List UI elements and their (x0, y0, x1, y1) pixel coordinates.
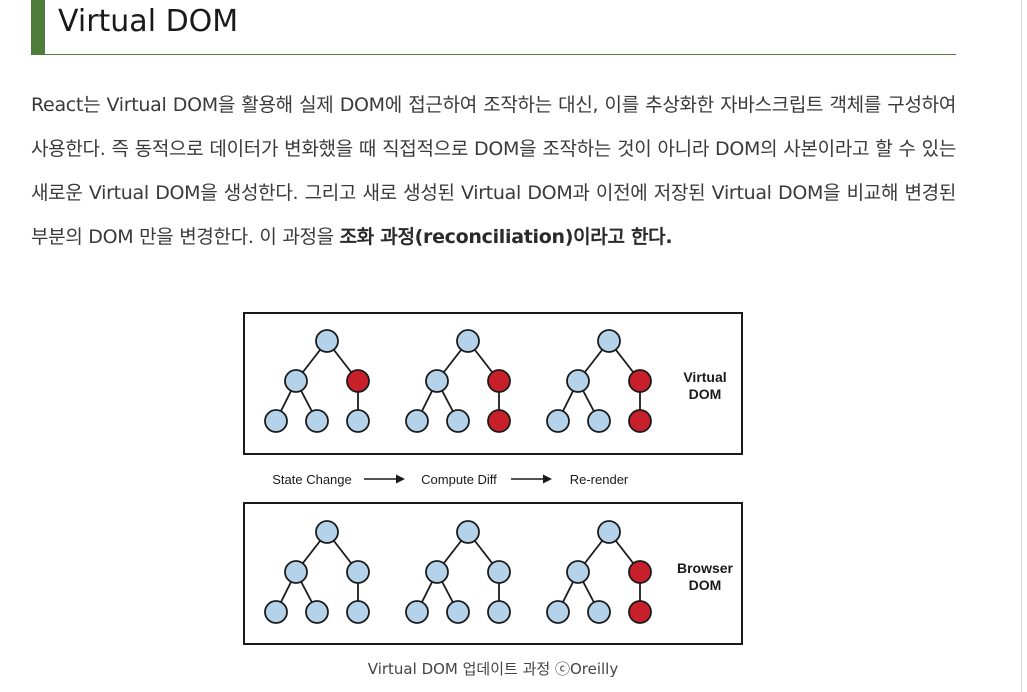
tree-node-changed (628, 409, 652, 433)
tree-node (315, 520, 339, 544)
browser-dom-label-line2: DOM (689, 577, 722, 593)
tree-node (346, 600, 370, 624)
virtual-dom-trees (264, 329, 652, 433)
tree-node (587, 409, 611, 433)
section-heading: Virtual DOM (58, 4, 239, 39)
tree-node (456, 520, 480, 544)
tree-node-changed (487, 409, 511, 433)
virtual-dom-diagram: Virtual DOM Browser DOM State Change Com… (243, 312, 743, 645)
tree-node (425, 369, 449, 393)
tree-node (305, 600, 329, 624)
arrow-icon (364, 474, 405, 484)
browser-dom-label-line1: Browser (677, 560, 734, 576)
tree-node (425, 560, 449, 584)
tree-node (264, 600, 288, 624)
tree-node (597, 329, 621, 353)
paragraph-emphasis: 조화 과정(reconciliation)이라고 한다. (339, 226, 673, 248)
heading-accent-bar (31, 0, 45, 54)
step-re-render: Re-render (570, 472, 629, 487)
tree-node (566, 369, 590, 393)
tree-node (284, 560, 308, 584)
tree-node-changed (346, 369, 370, 393)
tree-node (487, 600, 511, 624)
tree-node (446, 600, 470, 624)
virtual-tree-3 (546, 329, 652, 433)
tree-node-changed (628, 600, 652, 624)
tree-node (284, 369, 308, 393)
virtual-tree-2 (405, 329, 511, 433)
virtual-dom-label-line2: DOM (689, 386, 722, 402)
tree-node (487, 560, 511, 584)
step-state-change: State Change (272, 472, 352, 487)
tree-node (405, 409, 429, 433)
tree-node-changed (487, 369, 511, 393)
tree-node (405, 600, 429, 624)
tree-node (305, 409, 329, 433)
browser-dom-trees (264, 520, 652, 624)
step-compute-diff: Compute Diff (421, 472, 497, 487)
tree-node (546, 600, 570, 624)
paragraph-text: React는 Virtual DOM을 활용해 실제 DOM에 접근하여 조작하… (31, 94, 956, 248)
tree-node (346, 409, 370, 433)
tree-node-changed (628, 369, 652, 393)
virtual-dom-label-line1: Virtual (683, 369, 726, 385)
tree-node (587, 600, 611, 624)
tree-node (566, 560, 590, 584)
browser-tree-2 (405, 520, 511, 624)
virtual-tree-1 (264, 329, 370, 433)
browser-tree-1 (264, 520, 370, 624)
tree-node (597, 520, 621, 544)
body-paragraph: React는 Virtual DOM을 활용해 실제 DOM에 접근하여 조작하… (31, 83, 956, 259)
browser-tree-3 (546, 520, 652, 624)
tree-node (446, 409, 470, 433)
scrollbar-track[interactable] (1021, 0, 1022, 692)
tree-node (456, 329, 480, 353)
tree-node (264, 409, 288, 433)
arrow-icon (511, 474, 552, 484)
figure-caption: Virtual DOM 업데이트 과정 ⓒOreilly (367, 660, 619, 678)
tree-node-changed (628, 560, 652, 584)
heading-underline (31, 54, 956, 55)
tree-node (546, 409, 570, 433)
tree-node (346, 560, 370, 584)
tree-node (315, 329, 339, 353)
